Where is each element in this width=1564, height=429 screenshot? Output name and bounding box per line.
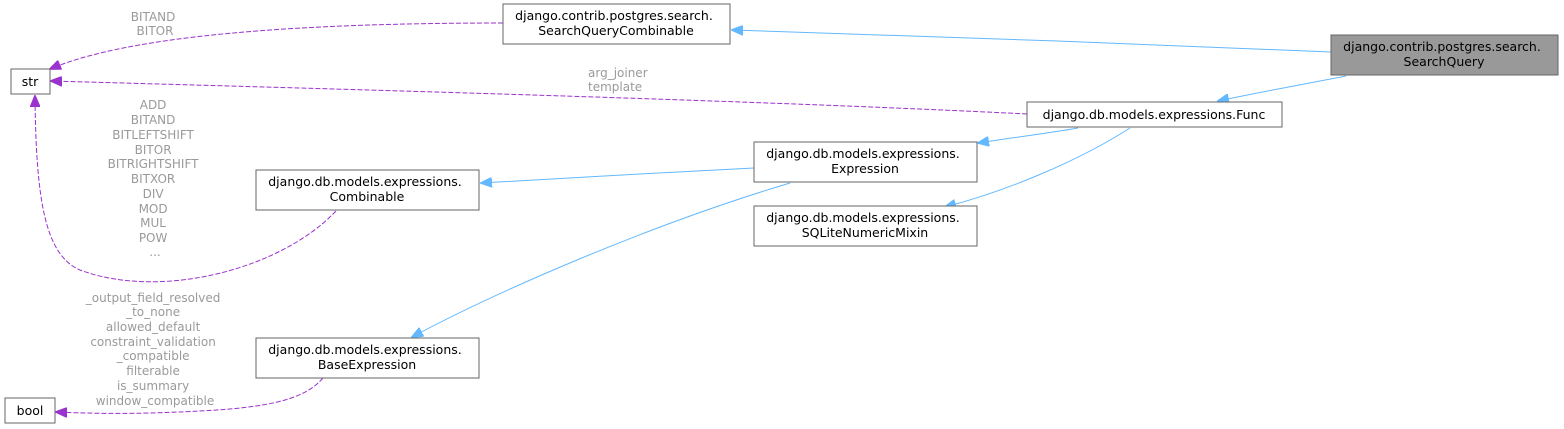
node-expression[interactable]: django.db.models.expressions. Expression	[753, 141, 978, 183]
edge-label-combinable-to-str: ADD BITAND BITLEFTSHIFT BITOR BITRIGHTSH…	[108, 98, 203, 259]
node-combinable[interactable]: django.db.models.expressions. Combinable	[255, 169, 480, 211]
edge-expression-to-combinable	[481, 167, 755, 183]
svg-text:bool: bool	[17, 403, 44, 418]
edge-label-sqc-to-str: BITAND BITOR	[131, 10, 179, 38]
edge-baseexpression-to-bool	[56, 377, 324, 413]
svg-text:django.db.models.expressions.F: django.db.models.expressions.Func	[1043, 107, 1266, 122]
svg-text:django.db.models.expressions.: django.db.models.expressions. Combinable	[268, 174, 465, 204]
node-bool[interactable]: bool	[4, 397, 56, 424]
svg-text:django.contrib.postgres.search: django.contrib.postgres.search. SearchQu…	[1343, 39, 1545, 69]
edge-searchquery-to-searchquerycombinable	[732, 30, 1332, 53]
svg-text:django.db.models.expressions.: django.db.models.expressions. Expression	[766, 146, 963, 176]
edge-expression-to-baseexpression	[412, 182, 791, 337]
svg-text:django.contrib.postgres.search: django.contrib.postgres.search. SearchQu…	[515, 8, 717, 38]
edge-label-func-to-str: arg_joiner template	[588, 66, 651, 94]
edge-label-baseexpression-to-bool: _output_field_resolved _to_none allowed_…	[85, 291, 224, 408]
node-sqlite-numeric-mixin[interactable]: django.db.models.expressions. SQLiteNume…	[753, 205, 978, 247]
node-func[interactable]: django.db.models.expressions.Func	[1026, 101, 1283, 128]
node-search-query[interactable]: django.contrib.postgres.search. SearchQu…	[1330, 34, 1559, 76]
edge-combinable-to-str	[35, 96, 337, 283]
svg-text:str: str	[22, 74, 39, 89]
node-base-expression[interactable]: django.db.models.expressions. BaseExpres…	[255, 337, 480, 379]
edge-searchquerycombinable-to-str	[50, 22, 504, 69]
edge-func-to-expression	[978, 127, 1079, 143]
edge-func-to-sqlitenumericmixin	[945, 127, 1131, 207]
svg-text:django.db.models.expressions.: django.db.models.expressions. SQLiteNume…	[766, 210, 963, 240]
node-str[interactable]: str	[10, 68, 51, 95]
edge-searchquery-to-func	[1218, 75, 1347, 101]
svg-text:django.db.models.expressions.: django.db.models.expressions. BaseExpres…	[268, 342, 465, 372]
node-search-query-combinable[interactable]: django.contrib.postgres.search. SearchQu…	[502, 3, 731, 45]
edge-func-to-str	[51, 81, 1028, 115]
